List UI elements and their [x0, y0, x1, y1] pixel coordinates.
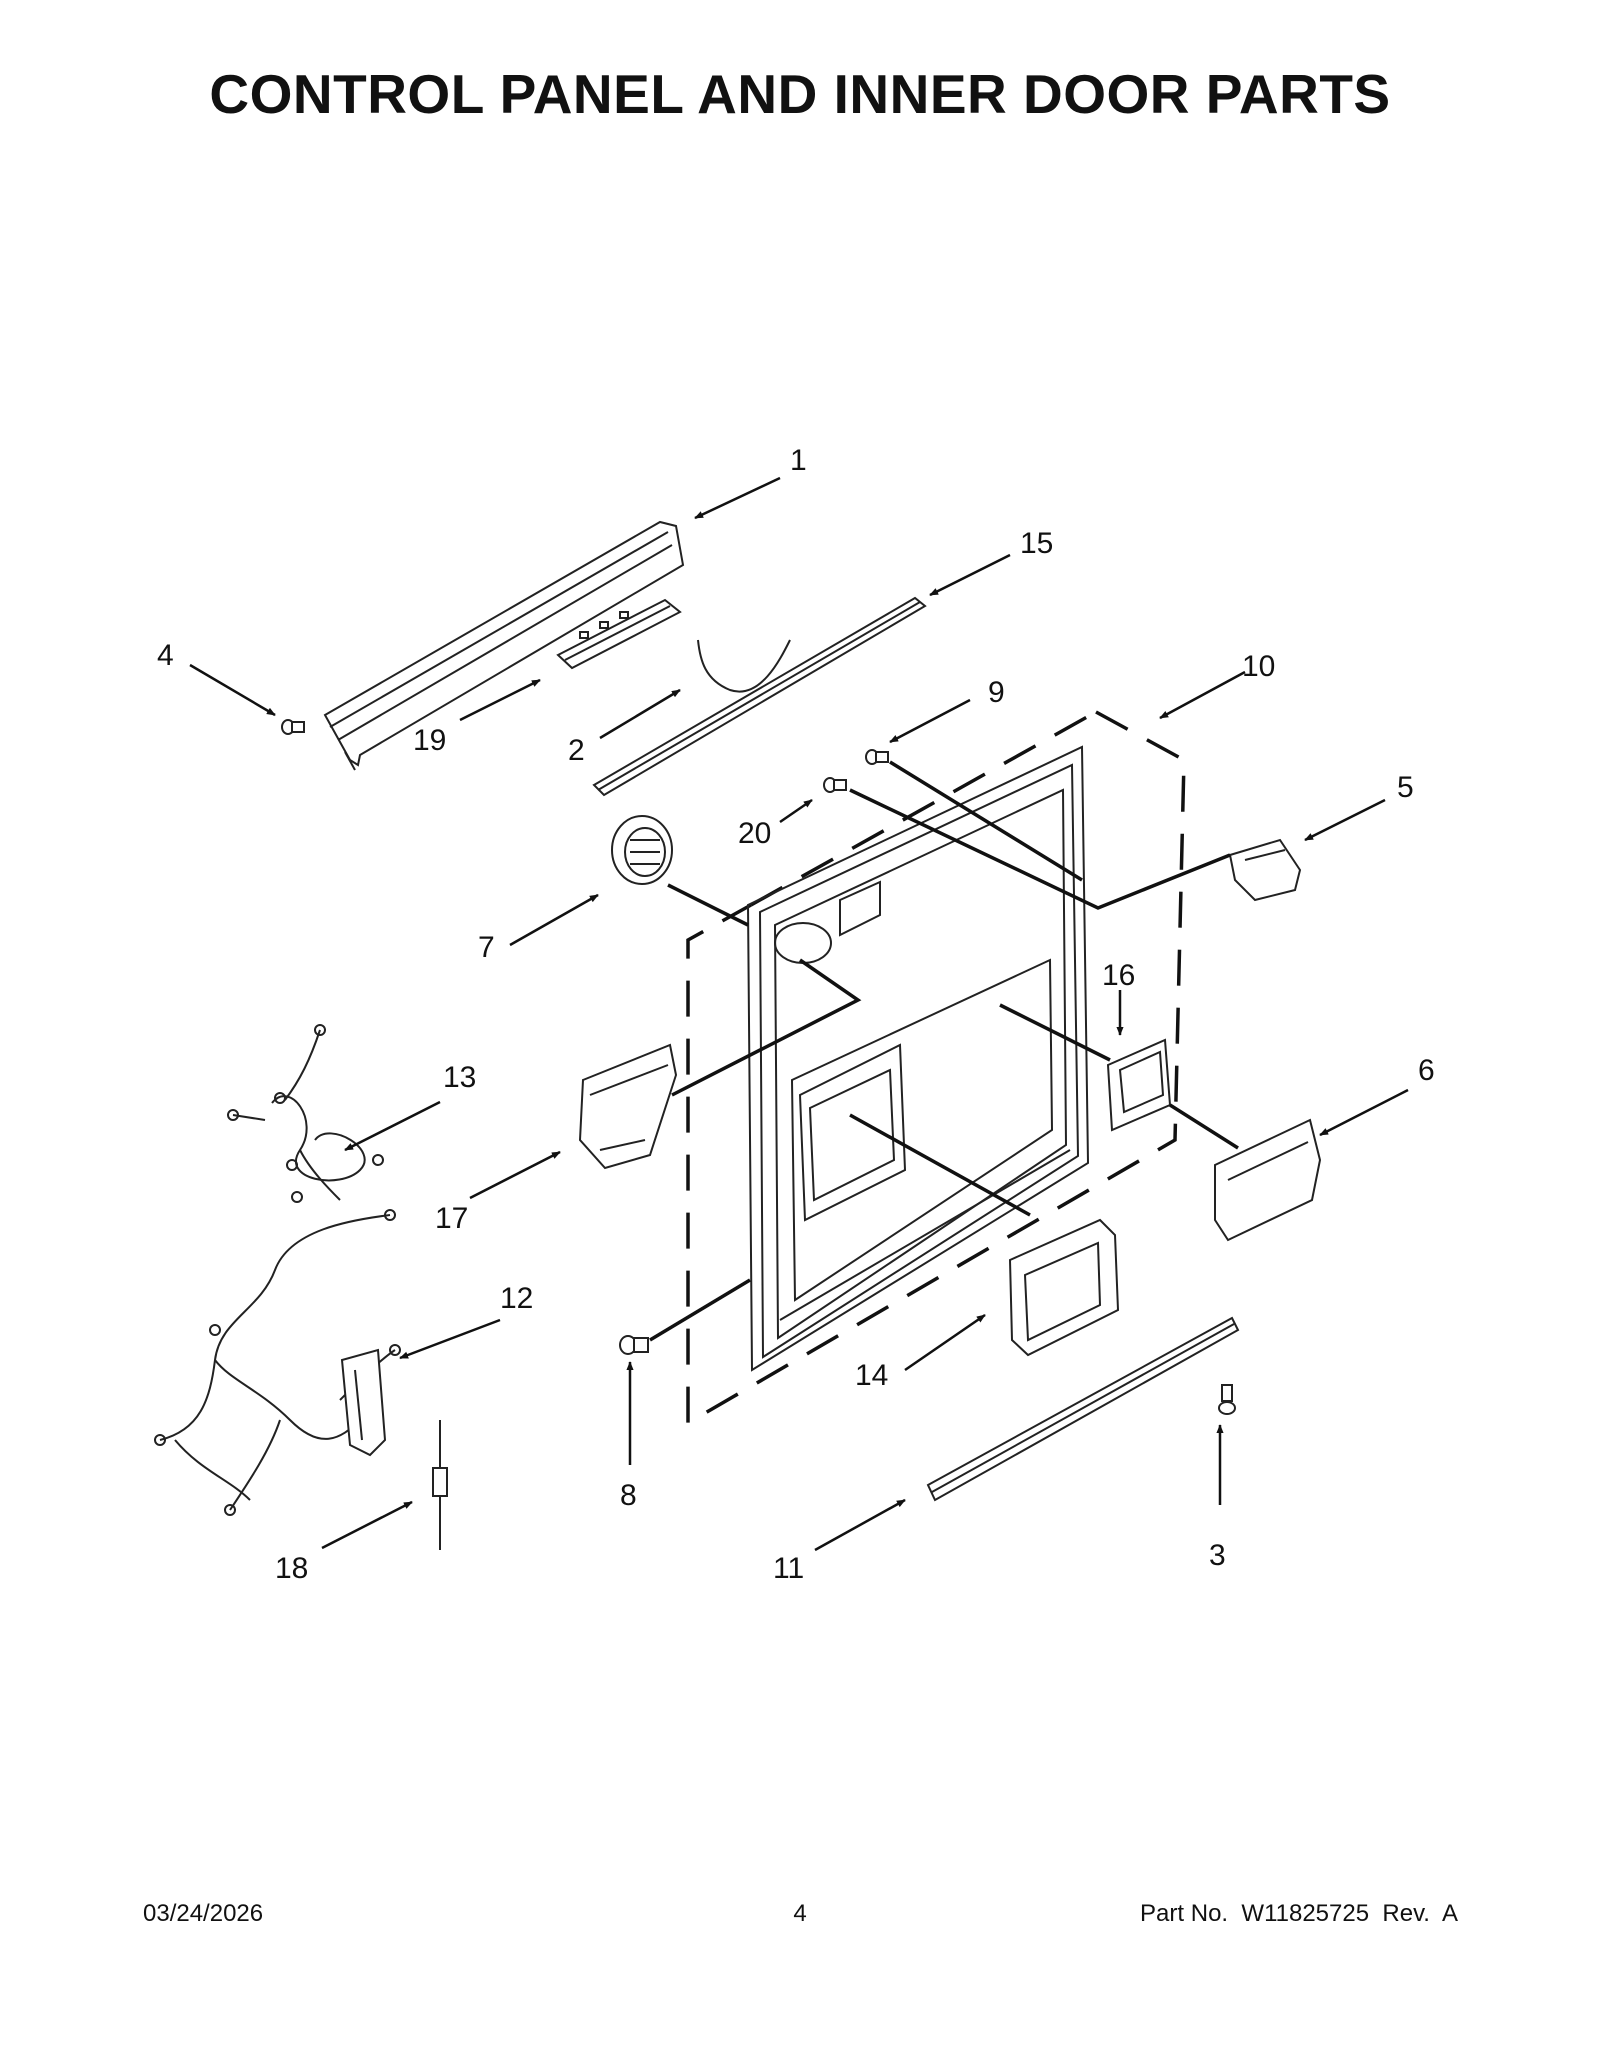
callout-arrows — [189, 476, 1409, 1552]
part-20-screw — [823, 777, 847, 793]
callout-8: 8 — [620, 1479, 637, 1512]
callout-4: 4 — [157, 639, 174, 672]
callout-12: 12 — [500, 1282, 533, 1315]
callout-15: 15 — [1020, 527, 1053, 560]
callout-9: 9 — [988, 676, 1005, 709]
part-3-screw — [1218, 1384, 1236, 1415]
callout-17: 17 — [435, 1202, 468, 1235]
part-18-fuse — [432, 1420, 448, 1550]
footer-date: 03/24/2026 — [143, 1900, 264, 1927]
part-8-screw — [619, 1335, 649, 1355]
part-19-control-board — [556, 598, 682, 670]
part-13-harness — [227, 1024, 384, 1203]
part-6-cover — [1214, 1118, 1322, 1242]
part-15-strip — [592, 596, 927, 797]
callout-6: 6 — [1418, 1054, 1435, 1087]
part-7-vent — [611, 815, 673, 885]
part-9-screw — [865, 749, 889, 765]
callout-1: 1 — [790, 444, 807, 477]
part-14-dispenser — [1008, 1218, 1120, 1357]
door-outline-dashed — [686, 710, 1186, 1427]
callout-5: 5 — [1397, 771, 1414, 804]
callout-2: 2 — [568, 734, 585, 767]
callout-16: 16 — [1102, 959, 1135, 992]
page-title: CONTROL PANEL AND INNER DOOR PARTS — [209, 63, 1391, 125]
callout-10: 10 — [1242, 650, 1275, 683]
leader-lines — [649, 760, 1239, 1342]
callout-7: 7 — [478, 931, 495, 964]
part-17-dispenser — [578, 1043, 678, 1170]
part-2-wire — [697, 639, 791, 693]
callout-19: 19 — [413, 724, 446, 757]
part-11-strip — [926, 1316, 1240, 1502]
callout-14: 14 — [855, 1359, 888, 1392]
callout-18: 18 — [275, 1552, 308, 1585]
callout-3: 3 — [1209, 1539, 1226, 1572]
footer-part-number: Part No. W11825725 Rev. A — [1140, 1900, 1458, 1927]
part-16-bracket — [1106, 1038, 1172, 1132]
callout-13: 13 — [443, 1061, 476, 1094]
callout-labels: 1 2 3 4 5 6 7 8 9 10 11 12 13 14 15 16 1… — [157, 444, 1435, 1585]
part-12-harness — [154, 1209, 401, 1516]
inner-door-panel — [746, 745, 1090, 1372]
footer-page-number: 4 — [793, 1900, 807, 1927]
part-1-control-console — [323, 520, 685, 771]
part-5-latch — [1228, 838, 1302, 902]
part-4-screw — [281, 719, 305, 735]
callout-11: 11 — [773, 1552, 804, 1585]
callout-20: 20 — [738, 817, 771, 850]
